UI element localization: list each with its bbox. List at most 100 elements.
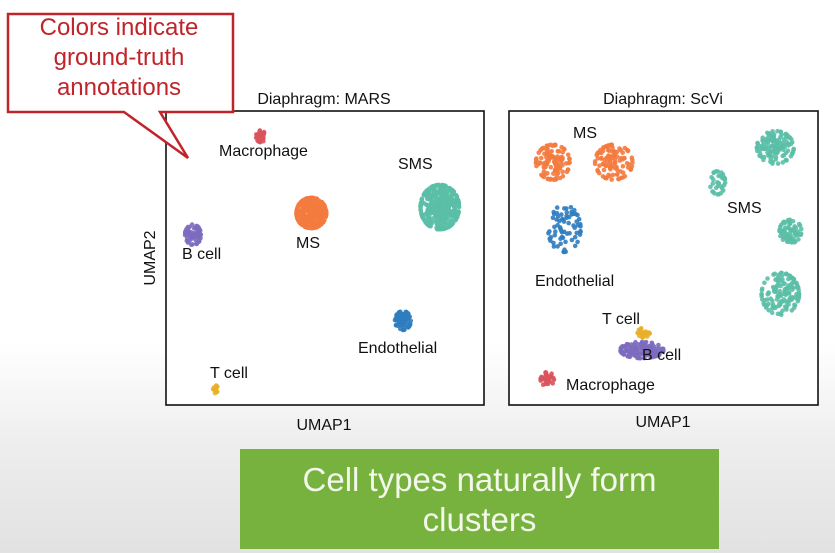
mars-plot: Diaphragm: MARS UMAP1 UMAP2 Macrophage S… (142, 91, 485, 434)
mars-plot-title: Diaphragm: MARS (257, 91, 390, 108)
point-t-cell (638, 326, 644, 331)
point-sms (435, 190, 441, 196)
point-ms (305, 196, 311, 202)
point-sms (449, 218, 455, 223)
point-ms (618, 169, 623, 174)
point-b-cell (654, 353, 660, 359)
point-endothelial (559, 212, 564, 217)
point-sms (779, 143, 784, 149)
point-sms (764, 297, 770, 302)
point-sms (441, 226, 446, 232)
summary-banner: Cell types naturally form clusters (240, 449, 719, 549)
point-ms (323, 213, 329, 218)
point-endothelial (571, 211, 576, 217)
point-endothelial (563, 239, 568, 245)
point-sms (760, 138, 765, 143)
point-ms (612, 150, 618, 156)
point-ms (541, 174, 547, 180)
mars-xlabel: UMAP1 (296, 417, 351, 434)
point-ms (622, 145, 628, 151)
scvi-label-tcell: T cell (602, 311, 640, 328)
point-sms (787, 273, 792, 278)
point-endothelial (396, 318, 402, 323)
point-endothelial (407, 322, 413, 327)
point-ms (306, 225, 312, 231)
mars-points (182, 128, 462, 396)
point-ms (553, 177, 559, 182)
point-sms (778, 293, 783, 299)
point-endothelial (561, 219, 567, 224)
point-ms (625, 148, 631, 154)
point-b-cell (626, 354, 631, 359)
point-sms (789, 239, 794, 245)
point-sms (714, 185, 719, 190)
point-ms (299, 199, 304, 204)
point-t-cell (638, 330, 644, 335)
point-sms (455, 198, 461, 203)
point-sms (780, 153, 785, 159)
point-macrophage (542, 377, 548, 383)
point-ms (318, 222, 324, 227)
point-sms (442, 184, 448, 189)
point-ms (604, 155, 609, 161)
point-ms (609, 177, 614, 182)
point-sms (775, 150, 780, 155)
banner-line-1: Cell types naturally form (302, 461, 657, 498)
point-b-cell (660, 346, 666, 352)
point-ms (539, 155, 544, 161)
banner-line-2: clusters (422, 500, 537, 538)
point-sms (419, 210, 424, 216)
point-sms (775, 128, 780, 134)
point-ms (595, 155, 601, 161)
point-ms (308, 221, 313, 226)
point-sms (796, 237, 801, 242)
point-sms (438, 186, 444, 192)
point-ms (561, 146, 566, 151)
point-sms (712, 191, 717, 196)
point-sms (765, 276, 770, 281)
point-ms (294, 211, 299, 216)
point-sms (796, 292, 802, 298)
point-ms (541, 164, 546, 170)
point-sms (448, 211, 454, 216)
point-sms (770, 302, 776, 307)
point-ms (296, 202, 301, 208)
point-b-cell (192, 232, 197, 237)
point-ms (564, 169, 570, 175)
point-sms (708, 184, 713, 190)
point-sms (795, 285, 801, 290)
point-sms (449, 193, 454, 198)
point-macrophage (550, 381, 555, 386)
point-b-cell (638, 351, 643, 357)
point-ms (300, 211, 306, 217)
point-ms (603, 163, 609, 169)
point-b-cell (652, 348, 658, 354)
point-sms (760, 297, 765, 302)
scvi-label-endothelial: Endothelial (535, 273, 614, 290)
point-sms (779, 299, 785, 305)
point-sms (785, 217, 791, 223)
point-sms (773, 157, 778, 162)
point-ms (534, 163, 539, 169)
point-sms (436, 182, 442, 188)
point-sms (454, 193, 459, 199)
point-sms (780, 160, 786, 165)
point-endothelial (551, 209, 556, 215)
point-ms (297, 220, 303, 225)
point-ms (605, 144, 610, 150)
point-ms (316, 206, 321, 212)
point-sms (765, 292, 770, 297)
point-macrophage (539, 374, 544, 380)
point-sms (786, 290, 791, 295)
banner-text: Cell types naturally form clusters (240, 460, 719, 539)
point-sms (431, 193, 437, 198)
point-b-cell (650, 353, 656, 359)
point-sms (710, 181, 716, 186)
mars-ylabel: UMAP2 (142, 230, 159, 285)
point-sms (450, 197, 456, 202)
point-sms (429, 184, 435, 190)
point-sms (795, 298, 801, 304)
point-ms (303, 207, 309, 213)
point-sms (772, 271, 778, 277)
mars-label-ms: MS (296, 235, 320, 252)
